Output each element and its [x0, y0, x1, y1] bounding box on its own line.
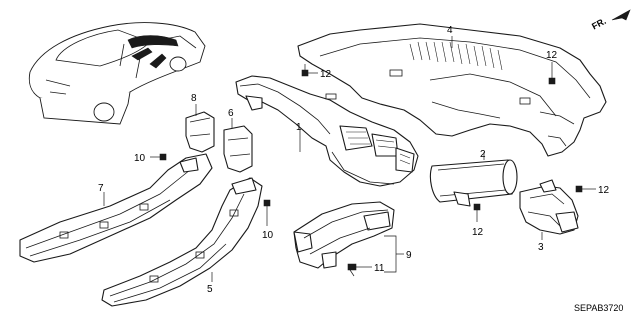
screw-10-left [150, 153, 167, 161]
callout-5: 5 [207, 284, 213, 295]
callout-9: 9 [406, 250, 412, 261]
screw-12-right [575, 185, 596, 193]
callout-2: 2 [480, 149, 486, 160]
callout-12-upper-right: 12 [546, 50, 558, 61]
screw-12-upper-right [548, 62, 556, 85]
part-9-floor-duct [293, 201, 395, 269]
car-locator-sketch [28, 22, 206, 125]
part-5-rear-duct [101, 177, 263, 307]
callout-12-lower: 12 [472, 227, 484, 238]
callout-11: 11 [374, 263, 385, 274]
screw-10-center [263, 199, 271, 226]
front-direction-arrow-icon [611, 9, 631, 21]
part-4-heater-duct [297, 23, 607, 157]
callout-3: 3 [538, 242, 544, 253]
callout-10-center: 10 [262, 230, 274, 241]
part-2-tube [429, 159, 518, 207]
part-1-center-duct [235, 75, 419, 187]
callout-1: 1 [296, 122, 302, 133]
leader-bracket-9 [384, 235, 397, 273]
diagram-code: SEPAB3720 [574, 303, 623, 313]
front-direction-label: FR. [590, 16, 607, 32]
part-8-joint-duct [185, 111, 215, 153]
callout-8: 8 [191, 93, 197, 104]
callout-12-right: 12 [598, 185, 610, 196]
callout-4: 4 [447, 25, 453, 36]
part-3-outlet-duct [519, 179, 579, 235]
front-direction-indicator: FR. [590, 9, 631, 32]
callout-6: 6 [228, 108, 234, 119]
screw-12-upper-left [301, 64, 318, 77]
clip-11 [347, 263, 372, 277]
screw-12-below-tube [473, 203, 481, 222]
part-6-joint-duct [223, 125, 253, 173]
callout-10-left: 10 [134, 153, 146, 164]
part-7-rear-duct [19, 153, 213, 263]
callout-12-upper-left: 12 [320, 69, 332, 80]
callout-7: 7 [98, 183, 104, 194]
